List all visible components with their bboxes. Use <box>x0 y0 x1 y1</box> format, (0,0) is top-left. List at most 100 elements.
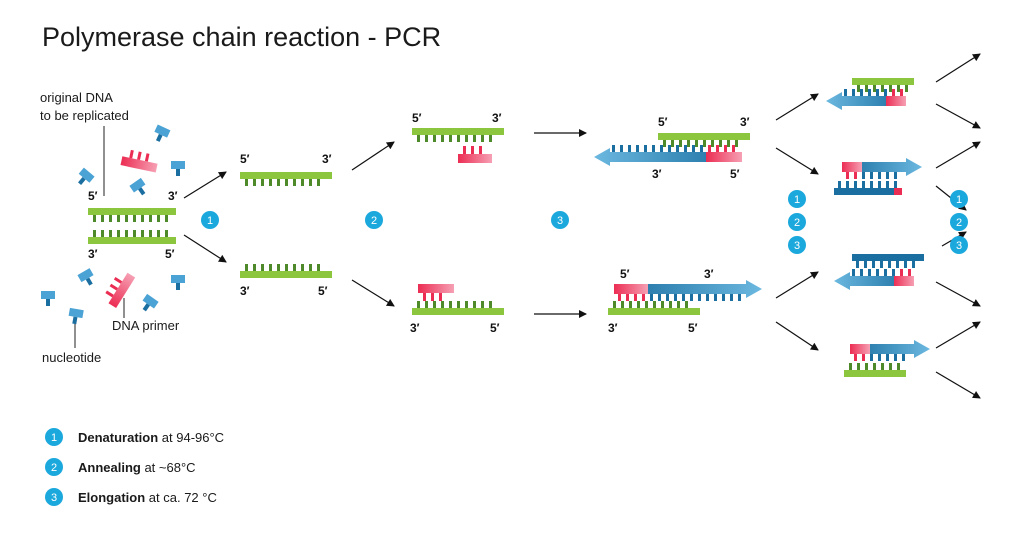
step-badge-circle <box>788 213 806 231</box>
strand-base <box>671 140 674 147</box>
primer-segment <box>842 162 862 172</box>
new-strand-base <box>730 294 733 301</box>
new-strand-base <box>908 269 911 276</box>
strand-base <box>149 230 152 237</box>
free-primer-bottom <box>105 272 136 309</box>
arrow-cycle3-2 <box>935 103 981 129</box>
arrow-stage2-top <box>351 141 395 171</box>
new-strand-base <box>684 145 687 152</box>
new-strand-base <box>666 294 669 301</box>
new-strand-backbone <box>594 148 742 166</box>
strand-base <box>854 181 857 188</box>
step-badge-number: 3 <box>956 240 962 252</box>
new-strand-base <box>868 269 871 276</box>
strand-backbone <box>88 208 176 215</box>
denatured-top-strand <box>240 172 332 186</box>
arrow-cycle3-8 <box>935 371 981 399</box>
step-badge-number: 2 <box>371 215 377 227</box>
strand-base <box>888 261 891 268</box>
nucleotide-body <box>171 161 185 169</box>
strand-base <box>253 264 256 271</box>
primer-base <box>137 151 142 160</box>
nucleotide <box>77 268 94 286</box>
strand-base <box>317 179 320 186</box>
new-strand-base <box>714 294 717 301</box>
end-label-5prime: 5′ <box>730 167 740 181</box>
strand-base <box>473 135 476 142</box>
strand-base <box>897 363 900 370</box>
strand-base <box>269 179 272 186</box>
new-strand-base <box>700 145 703 152</box>
step-badge-number: 1 <box>207 215 213 227</box>
new-strand-base <box>722 294 725 301</box>
legend-item-denaturation: 1 Denaturation at 94-96°C <box>45 428 224 446</box>
arrow-cycle3-1 <box>935 53 981 83</box>
new-strand-base <box>878 354 881 361</box>
strand-base <box>433 301 436 308</box>
strand-base <box>727 140 730 147</box>
primer-base <box>439 293 442 301</box>
cycle2-c-new-strand <box>834 269 914 290</box>
new-strand-base <box>634 294 637 301</box>
new-strand-base <box>868 89 871 96</box>
end-label-3prime: 3′ <box>88 247 98 261</box>
strand-base <box>865 85 868 92</box>
strand-base <box>441 301 444 308</box>
step-badge-3: 3 <box>551 211 569 229</box>
legend-item-annealing: 2 Annealing at ~68°C <box>45 458 196 476</box>
elongation-bottom-new-strand <box>614 280 762 301</box>
step-badge-2: 2 <box>788 213 806 231</box>
primer-base <box>105 290 114 298</box>
strand-base <box>125 215 128 222</box>
new-strand-base <box>626 294 629 301</box>
nucleotide <box>154 124 171 142</box>
new-strand-base <box>724 145 727 152</box>
arrow-cycle3-6 <box>935 281 981 307</box>
strand-base <box>465 301 468 308</box>
strand-backbone <box>658 133 750 140</box>
strand-base <box>309 264 312 271</box>
end-label-3prime: 3′ <box>740 115 750 129</box>
strand-base <box>277 179 280 186</box>
end-label-3prime: 3′ <box>652 167 662 181</box>
step-badge-circle <box>365 211 383 229</box>
step-badge-circle <box>788 190 806 208</box>
nucleotide-body <box>41 291 55 299</box>
strand-backbone <box>240 271 332 278</box>
new-strand-base <box>732 145 735 152</box>
new-strand-base <box>854 354 857 361</box>
step-badge-3: 3 <box>950 236 968 254</box>
strand-base <box>449 135 452 142</box>
new-strand-base <box>894 172 897 179</box>
new-strand-base <box>844 89 847 96</box>
new-strand-base <box>878 172 881 179</box>
step-badge-1: 1 <box>950 190 968 208</box>
strand-base <box>441 135 444 142</box>
elongation-top-template <box>658 133 750 147</box>
strand-backbone <box>412 308 504 315</box>
strand-base <box>109 215 112 222</box>
strand-base <box>889 363 892 370</box>
legend-text-2: Annealing at ~68°C <box>78 460 196 475</box>
legend-item-elongation: 3 Elongation at ca. 72 °C <box>45 488 217 506</box>
strand-base <box>277 264 280 271</box>
new-strand-base <box>870 354 873 361</box>
strand-base <box>873 363 876 370</box>
new-strand-base <box>892 269 895 276</box>
strand-base <box>637 301 640 308</box>
strand-base <box>838 181 841 188</box>
step-badge-circle <box>950 213 968 231</box>
strand-base <box>613 301 616 308</box>
original-dna-label-line1: original DNA <box>40 90 113 105</box>
primer-backbone <box>120 156 158 173</box>
arrow-stage1-top <box>183 171 227 199</box>
arrow-cycle2-c <box>775 271 819 299</box>
new-strand-base <box>636 145 639 152</box>
step-badge-2: 2 <box>950 213 968 231</box>
nucleotide-base <box>78 177 86 185</box>
primer-segment <box>614 284 648 294</box>
nucleotide-base <box>85 277 93 286</box>
strand-base <box>261 179 264 186</box>
annealed-top-template <box>412 128 504 142</box>
